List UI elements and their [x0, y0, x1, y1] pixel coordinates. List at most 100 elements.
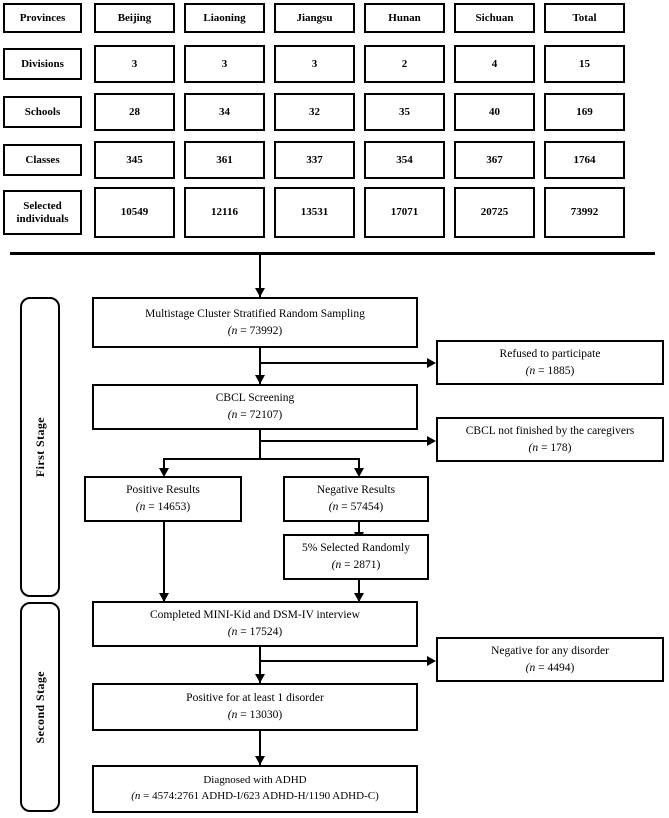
connector-cbcl-split-right [358, 458, 360, 474]
arrowhead-atleastone-to-adhd [255, 756, 265, 765]
flow-box-cbcl-n: (n = 72107) [227, 409, 283, 421]
flow-box-atleastone-n: (n = 13030) [227, 709, 283, 721]
table-cell: 40 [454, 93, 535, 131]
table-cell: 361 [184, 141, 265, 179]
table-cell: 345 [94, 141, 175, 179]
connector-cbcl-split-left [163, 458, 165, 474]
connector-cbcl-stem [259, 430, 261, 460]
arrowhead-cbcl-to-unfinished [427, 436, 436, 446]
flow-box-unfinished-title: CBCL not finished by the caregivers [465, 424, 635, 437]
table-header-jiangsu: Jiangsu [274, 3, 355, 33]
table-row-label-selected-individuals: Selected individuals [3, 190, 82, 235]
connector-random-to-interview [358, 580, 360, 602]
flow-box-atleastone-title: Positive for at least 1 disorder [186, 692, 324, 705]
flow-box-cbcl-title: CBCL Screening [215, 392, 295, 405]
table-cell: 73992 [544, 187, 625, 238]
section-divider [10, 252, 655, 255]
table-cell: 10549 [94, 187, 175, 238]
label-line-1: Selected [23, 199, 62, 212]
table-cell: 3 [274, 45, 355, 83]
connector-sampling-to-refused [259, 362, 434, 364]
flow-box-positive-results: Positive Results (n = 14653) [84, 476, 242, 522]
flow-box-random-title: 5% Selected Randomly [302, 542, 410, 555]
table-cell: 12116 [184, 187, 265, 238]
table-cell: 28 [94, 93, 175, 131]
arrowhead-sampling-to-cbcl [255, 375, 265, 384]
flow-box-random-n: (n = 2871) [331, 559, 381, 571]
connector-interview-to-atleastone [259, 647, 261, 683]
arrowhead-sampling-to-refused [427, 358, 436, 368]
arrowhead-interview-to-atleastone [255, 674, 265, 683]
connector-interview-to-nodisorder [259, 660, 434, 662]
sampling-table: Provinces Beijing Liaoning Jiangsu Hunan… [0, 0, 669, 245]
flow-box-negative-results: Negative Results (n = 57454) [283, 476, 429, 522]
flow-box-no-disorder: Negative for any disorder (n = 4494) [436, 637, 664, 682]
flow-box-refused-title: Refused to participate [499, 347, 601, 360]
flow-box-adhd-diagnosis: Diagnosed with ADHD (n = 4574:2761 ADHD-… [92, 765, 418, 813]
flow-box-negative-n: (n = 57454) [328, 501, 384, 513]
arrowhead-interview-to-nodisorder [427, 656, 436, 666]
table-cell: 4 [454, 45, 535, 83]
arrowhead-positive-to-interview [159, 593, 169, 602]
connector-divider-to-sampling [259, 253, 261, 297]
table-cell: 367 [454, 141, 535, 179]
flow-box-positive-title: Positive Results [126, 484, 200, 497]
table-header-hunan: Hunan [364, 3, 445, 33]
arrowhead-divider-to-sampling [255, 288, 265, 297]
stage-label-second-text: Second Stage [32, 670, 47, 744]
flow-box-negative-title: Negative Results [316, 484, 396, 497]
table-header-liaoning: Liaoning [184, 3, 265, 33]
table-cell: 337 [274, 141, 355, 179]
flow-box-random-selection: 5% Selected Randomly (n = 2871) [283, 534, 429, 580]
connector-positive-to-interview [163, 522, 165, 602]
table-cell: 15 [544, 45, 625, 83]
table-cell: 32 [274, 93, 355, 131]
table-cell: 17071 [364, 187, 445, 238]
table-row-label-classes: Classes [3, 144, 82, 176]
table-cell: 20725 [454, 187, 535, 238]
flow-box-cbcl-screening: CBCL Screening (n = 72107) [92, 384, 418, 430]
table-cell: 13531 [274, 187, 355, 238]
flow-box-nodisorder-n: (n = 4494) [525, 661, 575, 674]
table-header-total: Total [544, 3, 625, 33]
table-header-provinces: Provinces [3, 3, 82, 33]
table-cell: 3 [184, 45, 265, 83]
flow-box-sampling-title: Multistage Cluster Stratified Random Sam… [145, 307, 365, 320]
table-cell: 34 [184, 93, 265, 131]
stage-label-first-text: First Stage [32, 416, 47, 478]
flow-box-sampling: Multistage Cluster Stratified Random Sam… [92, 297, 418, 348]
flow-box-unfinished-n: (n = 178) [528, 441, 572, 454]
table-cell: 3 [94, 45, 175, 83]
connector-negative-to-random [358, 522, 360, 540]
connector-cbcl-split [163, 458, 360, 460]
arrowhead-cbcl-to-negative [354, 468, 364, 477]
connector-sampling-to-cbcl [259, 348, 261, 384]
table-cell: 35 [364, 93, 445, 131]
flow-box-adhd-title: Diagnosed with ADHD [203, 774, 307, 787]
table-cell: 354 [364, 141, 445, 179]
label-line-2: individuals [16, 212, 69, 225]
table-cell: 2 [364, 45, 445, 83]
table-row-label-schools: Schools [3, 96, 82, 128]
flow-box-refused: Refused to participate (n = 1885) [436, 340, 664, 385]
connector-atleastone-to-adhd [259, 731, 261, 765]
flow-box-at-least-one-disorder: Positive for at least 1 disorder (n = 13… [92, 683, 418, 731]
stage-label-first: First Stage [20, 297, 60, 597]
flow-box-interview-n: (n = 17524) [227, 626, 283, 638]
flow-box-refused-n: (n = 1885) [525, 364, 575, 377]
arrowhead-random-to-interview [354, 593, 364, 602]
flow-box-interview-title: Completed MINI-Kid and DSM-IV interview [150, 609, 360, 622]
flow-box-positive-n: (n = 14653) [135, 501, 191, 513]
flow-box-interview: Completed MINI-Kid and DSM-IV interview … [92, 601, 418, 647]
flow-box-adhd-n: (n = 4574:2761 ADHD-I/623 ADHD-H/1190 AD… [131, 790, 379, 802]
stage-label-second: Second Stage [20, 602, 60, 812]
table-cell: 1764 [544, 141, 625, 179]
table-row-label-divisions: Divisions [3, 48, 82, 80]
flow-box-nodisorder-title: Negative for any disorder [491, 644, 609, 657]
table-header-sichuan: Sichuan [454, 3, 535, 33]
connector-cbcl-to-unfinished [259, 440, 434, 442]
arrowhead-cbcl-to-positive [159, 468, 169, 477]
flow-box-sampling-n: (n = 73992) [227, 324, 283, 337]
table-header-beijing: Beijing [94, 3, 175, 33]
